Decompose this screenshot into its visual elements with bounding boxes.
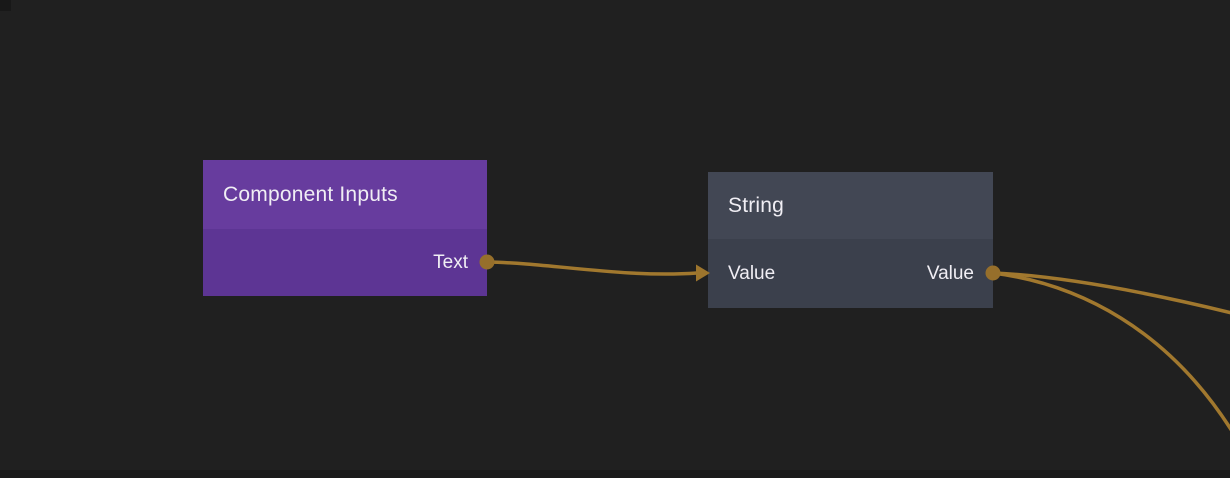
port-row-value: Value Value [708,263,993,285]
node-string-title: String [728,193,785,217]
output-port-label-value: Value [926,262,974,284]
node-component-inputs-body: Text [203,229,487,296]
input-port-label-value: Value [728,262,776,284]
canvas-corner-notch [0,0,11,11]
node-component-inputs[interactable]: Component Inputs Text [203,160,487,296]
output-port-dot-value[interactable] [985,265,1001,281]
wire-value-offscreen-lower[interactable] [991,271,1230,432]
node-string-body: Value Value [708,239,993,308]
wire-value-offscreen-upper[interactable] [991,271,1230,315]
wire-text-to-value[interactable] [485,260,699,276]
node-string-header[interactable]: String [708,172,993,239]
port-row-text-output: Text [203,252,487,274]
output-port-dot-text[interactable] [479,254,495,270]
node-component-inputs-title: Component Inputs [223,182,398,206]
node-component-inputs-header[interactable]: Component Inputs [203,160,487,229]
output-port-label-text: Text [433,251,468,273]
node-string[interactable]: String Value Value [708,172,993,308]
canvas-bottom-strip [0,470,1230,478]
